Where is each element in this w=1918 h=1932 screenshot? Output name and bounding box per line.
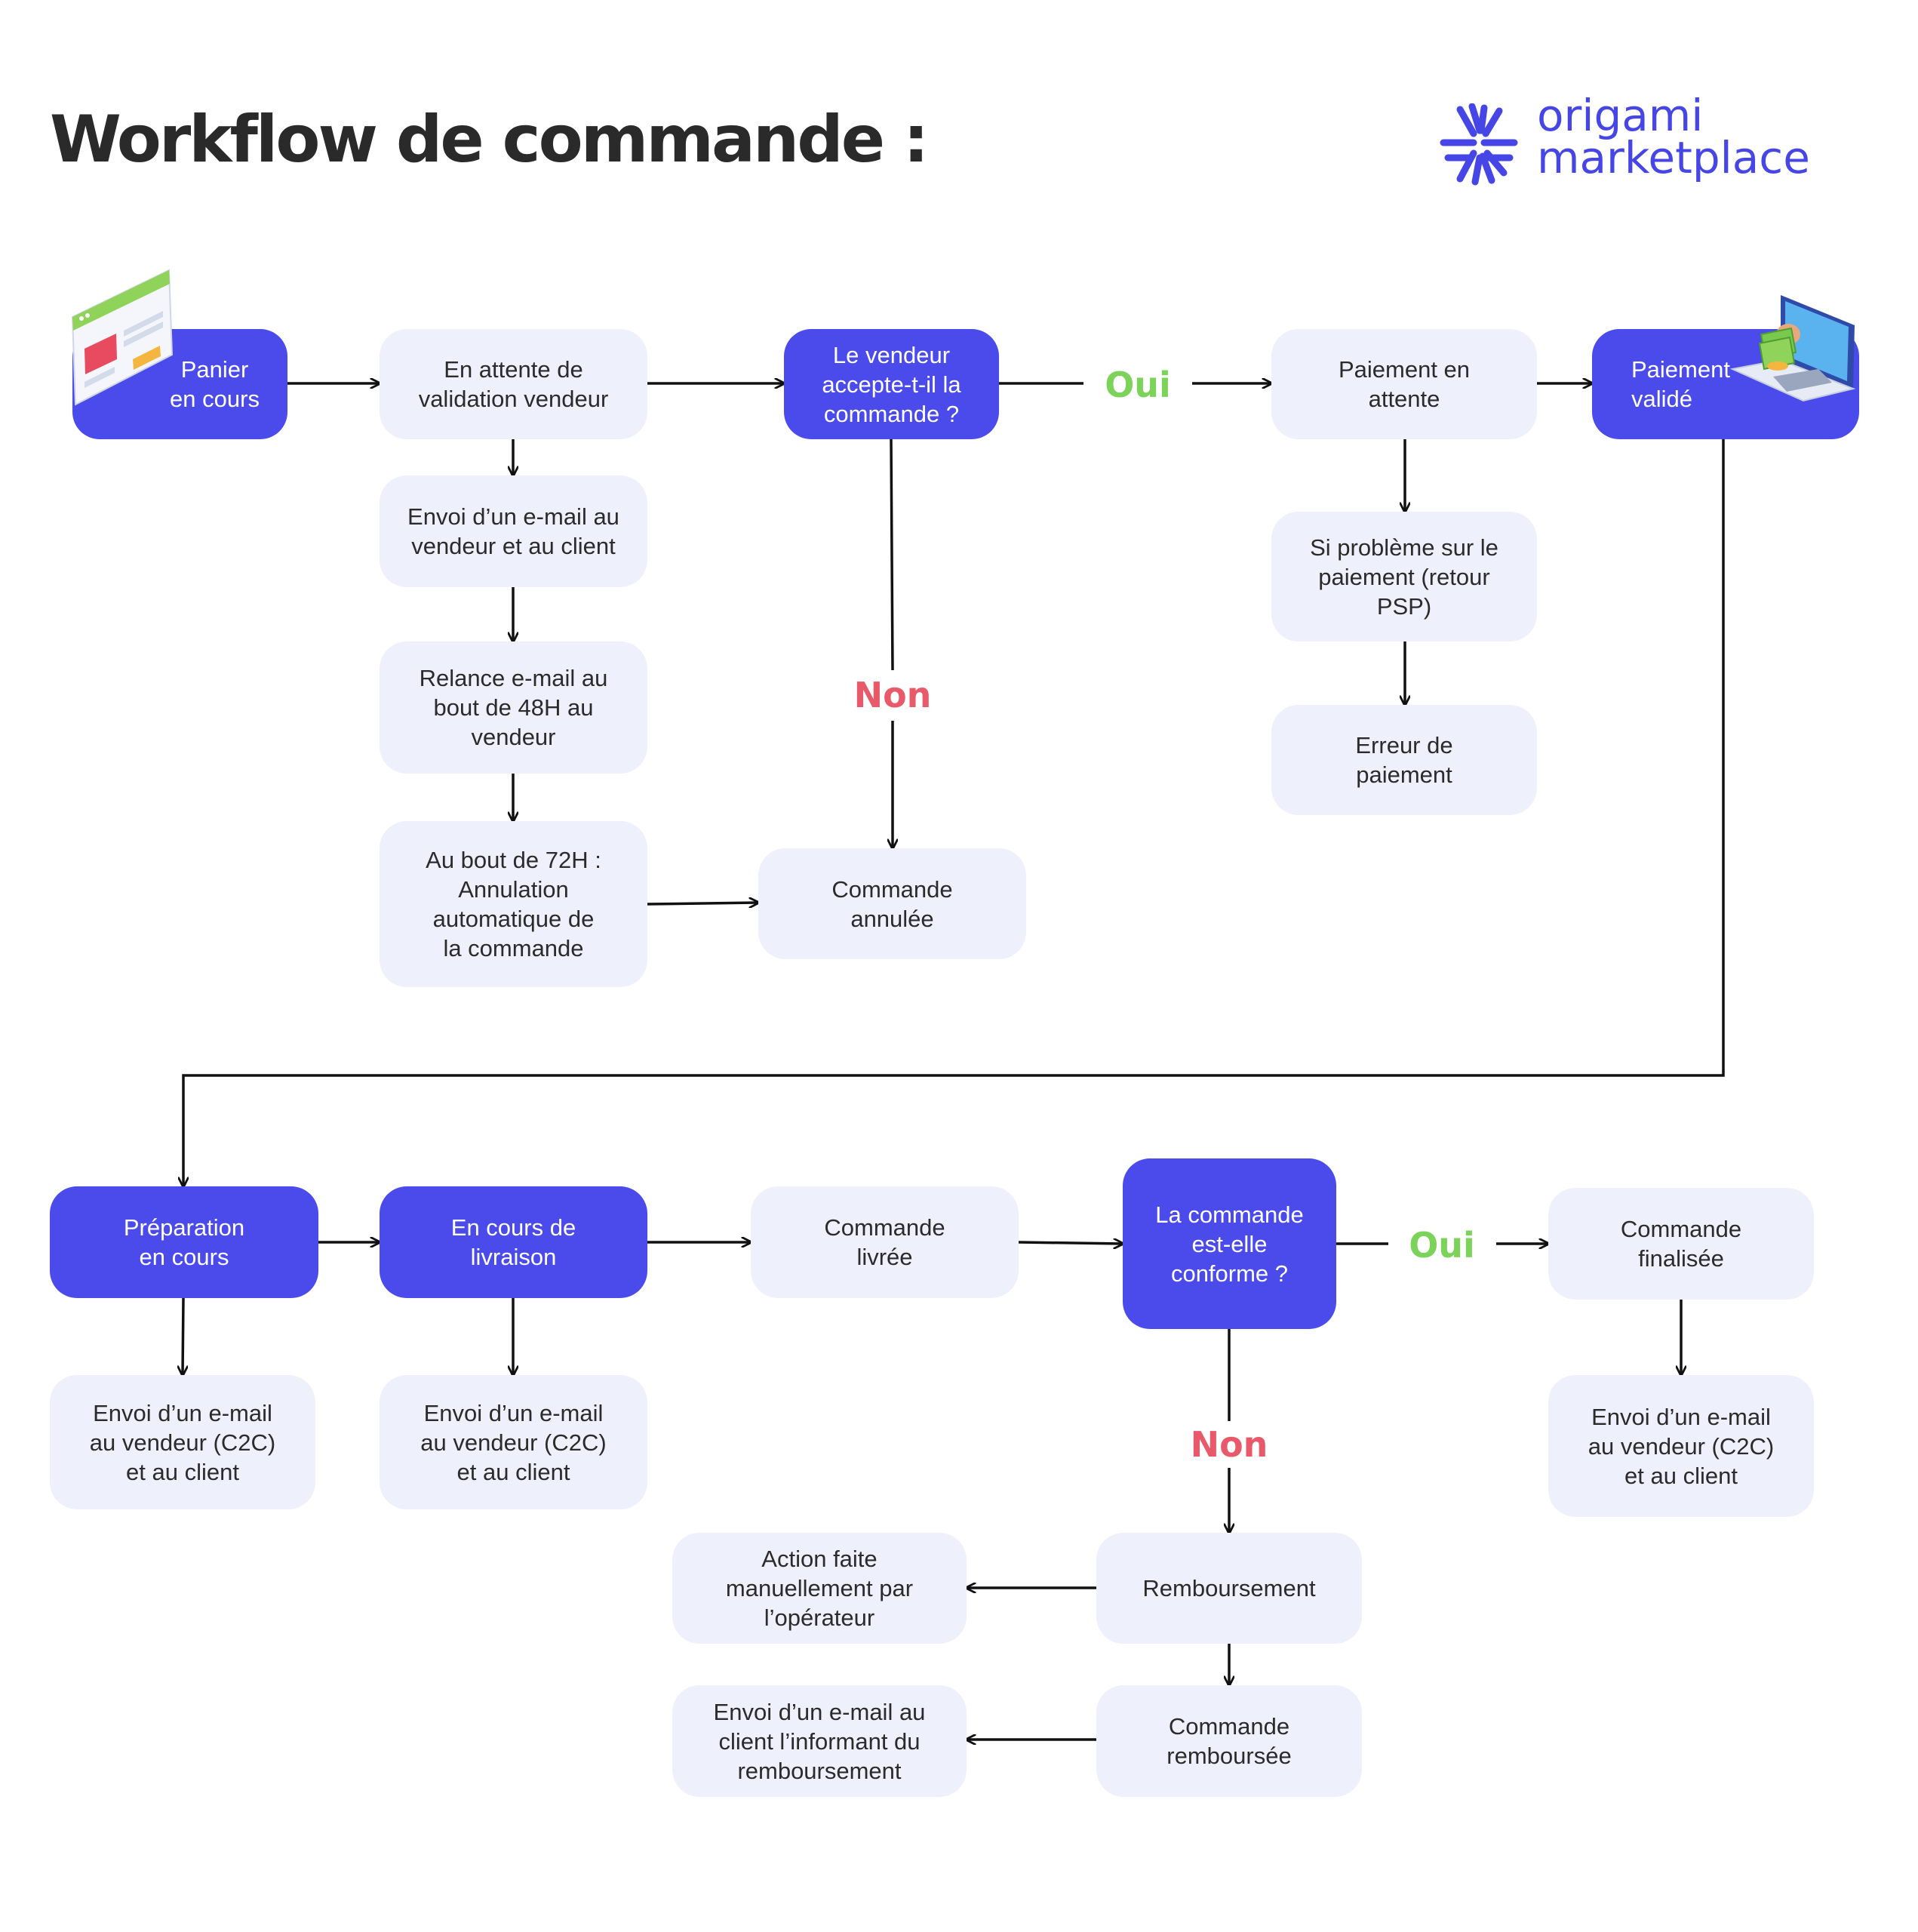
node-erreur-paiement: Erreur de paiement: [1271, 705, 1537, 815]
origami-logo-icon: [1440, 103, 1518, 186]
logo-line-1: origami: [1537, 90, 1704, 141]
brand-logo: origami marketplace: [1437, 94, 1860, 192]
node-vendeur-accepte: Le vendeur accepte-t-il la commande ?: [784, 329, 999, 439]
node-action-manuelle: Action faite manuellement par l’opérateu…: [672, 1533, 967, 1644]
node-commande-conforme: La commande est-elle conforme ?: [1123, 1158, 1336, 1329]
label-non-conforme: Non: [1181, 1424, 1277, 1465]
node-commande-annulee: Commande annulée: [758, 848, 1026, 959]
node-email-remboursement: Envoi d’un e-mail au client l’informant …: [672, 1685, 967, 1797]
node-livraison: En cours de livraison: [380, 1186, 647, 1298]
node-email-livraison: Envoi d’un e-mail au vendeur (C2C) et au…: [380, 1375, 647, 1509]
node-commande-remboursee: Commande remboursée: [1096, 1685, 1362, 1797]
shopping-cart-webpage-icon: [71, 269, 174, 406]
label-non-vendeur: Non: [844, 675, 941, 715]
label-oui-conforme: Oui: [1400, 1225, 1484, 1266]
edge-vendeur-non: [890, 438, 894, 671]
label-oui-vendeur: Oui: [1096, 365, 1180, 405]
node-email-preparation: Envoi d’un e-mail au vendeur (C2C) et au…: [50, 1375, 315, 1509]
logo-wordmark: origami marketplace: [1537, 90, 1810, 183]
page-title: Workflow de commande :: [50, 102, 929, 177]
edge-livree-conforme: [1018, 1242, 1123, 1244]
node-remboursement: Remboursement: [1096, 1533, 1362, 1644]
node-probleme-paiement: Si problème sur le paiement (retour PSP): [1271, 512, 1537, 641]
node-attente-validation: En attente de validation vendeur: [380, 329, 647, 439]
node-commande-finalisee: Commande finalisée: [1548, 1188, 1814, 1300]
edge-annulation-annulee: [647, 903, 758, 904]
node-commande-livree: Commande livrée: [751, 1186, 1019, 1298]
node-relance-48h: Relance e-mail au bout de 48H au vendeur: [380, 641, 647, 774]
node-email-vendeur-client: Envoi d’un e-mail au vendeur et au clien…: [380, 475, 647, 587]
node-paiement-attente: Paiement en attente: [1271, 329, 1537, 439]
node-annulation-72h: Au bout de 72H : Annulation automatique …: [380, 821, 647, 987]
edge-valide-preparation: [183, 439, 1725, 1186]
logo-line-2: marketplace: [1537, 132, 1810, 183]
payment-laptop-icon: [1729, 295, 1856, 402]
node-preparation: Préparation en cours: [50, 1186, 318, 1298]
node-email-finalisee: Envoi d’un e-mail au vendeur (C2C) et au…: [1548, 1375, 1814, 1517]
